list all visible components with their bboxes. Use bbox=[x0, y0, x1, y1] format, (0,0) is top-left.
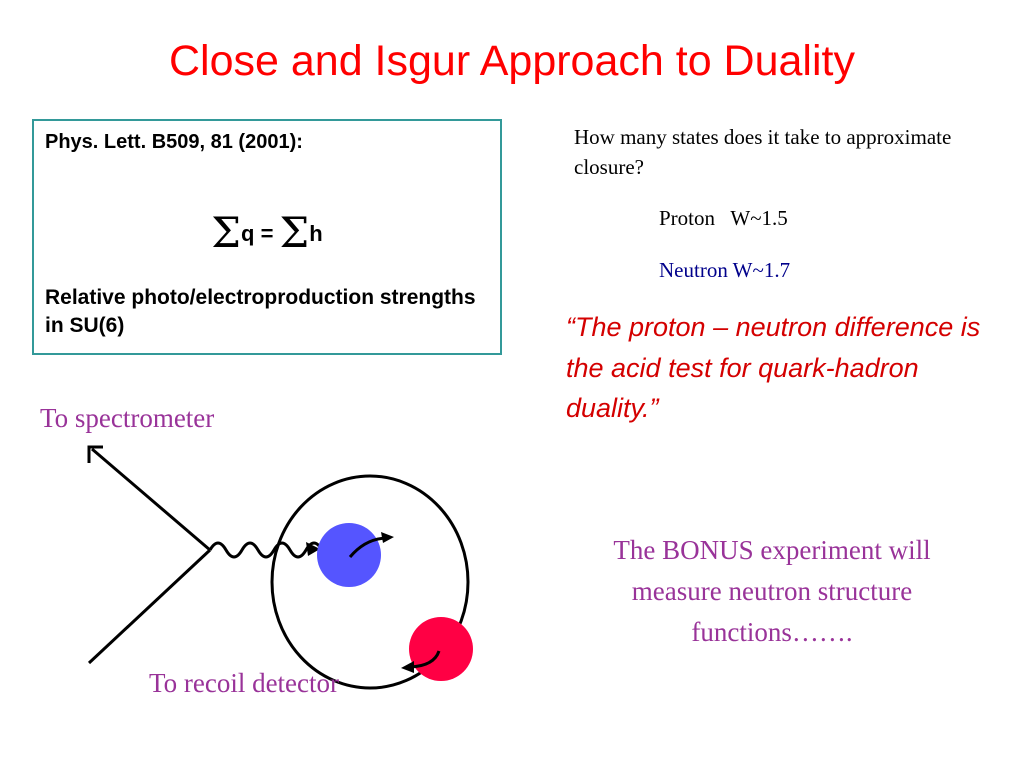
proton-w-value: Proton W~1.5 bbox=[659, 206, 788, 230]
duality-quote: “The proton – neutron difference is the … bbox=[566, 312, 981, 423]
reference-description: Relative photo/electroproduction strengt… bbox=[45, 286, 476, 337]
scattered-electron-arrowhead bbox=[87, 445, 103, 463]
scattered-electron-line bbox=[91, 447, 211, 552]
struck-neutron-ball bbox=[317, 523, 381, 587]
reference-citation: Phys. Lett. B509, 81 (2001): bbox=[45, 131, 303, 153]
sum-right-subscript: h bbox=[309, 221, 323, 246]
incoming-electron-line bbox=[87, 548, 212, 665]
sum-left-subscript: q bbox=[240, 221, 255, 246]
neutron-w-value: Neutron W~1.7 bbox=[659, 258, 791, 282]
deuteron-circle bbox=[270, 474, 470, 690]
sigma-right-symbol: Σ bbox=[279, 208, 310, 257]
spectator-proton-ball bbox=[409, 617, 473, 681]
bonus-experiment-text: The BONUS experiment will measure neutro… bbox=[613, 535, 931, 648]
sum-equation: Σq = Σh bbox=[32, 208, 502, 257]
spectator-proton-arrowhead bbox=[401, 661, 414, 673]
spectrometer-label: To spectrometer bbox=[40, 403, 215, 433]
reference-box bbox=[32, 119, 502, 355]
struck-neutron-arrowhead bbox=[381, 532, 394, 543]
closure-question: How many states does it take to approxim… bbox=[574, 125, 952, 180]
recoil-detector-label: To recoil detector bbox=[149, 668, 340, 698]
virtual-photon-line bbox=[208, 541, 324, 559]
slide-title: Close and Isgur Approach to Duality bbox=[168, 37, 855, 85]
sigma-left-symbol: Σ bbox=[211, 208, 241, 257]
equals-sign: = bbox=[260, 221, 274, 246]
virtual-photon-arrowhead bbox=[306, 542, 320, 556]
